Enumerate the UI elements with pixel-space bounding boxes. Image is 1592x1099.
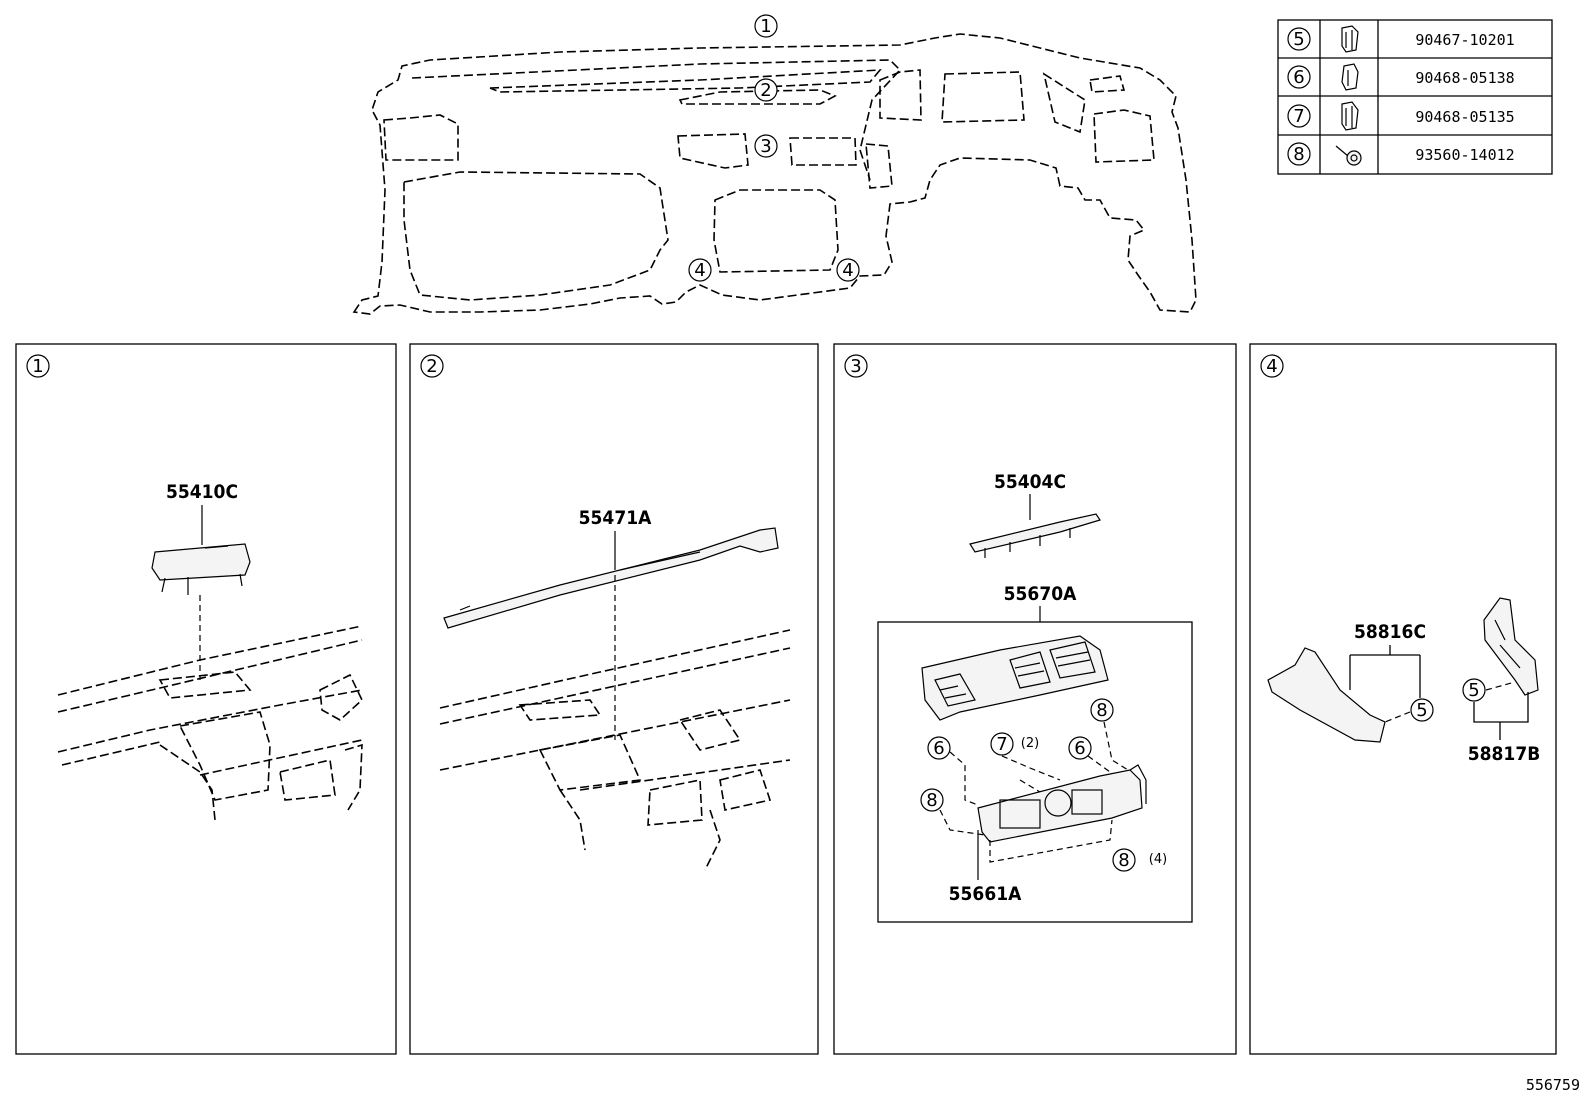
part-label: 55404C	[994, 471, 1066, 493]
side-panel-right-part	[1483, 597, 1539, 696]
callout-5: 5	[1416, 700, 1427, 721]
part-label: 55471A	[579, 507, 652, 529]
clip-icon	[1341, 101, 1359, 131]
part-label: 55670A	[1004, 583, 1077, 605]
table-row: 8 93560-14012	[1287, 142, 1515, 166]
panel-ref: 3	[850, 356, 861, 377]
part-label: 58816C	[1354, 621, 1426, 643]
callout-7: 7	[996, 734, 1007, 755]
fastener-table: 5 90467-10201 6 90468-05138 7 90468-0513…	[1277, 19, 1553, 175]
row-ref: 7	[1293, 106, 1304, 127]
detail-panel-3: 3 55404C 55670A 55661A 6 7 (2) 6 8 8 8 (…	[833, 343, 1237, 1055]
callout-5: 5	[1468, 680, 1479, 701]
vent-strip-part	[969, 513, 1101, 553]
part-label: 55410C	[166, 481, 238, 503]
table-row: 6 90468-05138	[1287, 63, 1515, 91]
row-ref: 5	[1293, 29, 1304, 50]
clip-icon	[1341, 63, 1359, 91]
row-ref: 6	[1293, 67, 1304, 88]
callout-4-left: 4	[694, 260, 705, 281]
callout-8: 8	[926, 790, 937, 811]
table-row: 7 90468-05135	[1287, 101, 1515, 131]
diagram-id: 556759	[1526, 1076, 1580, 1094]
callout-1: 1	[760, 16, 771, 37]
clip-icon	[1341, 25, 1359, 53]
screw-icon	[1335, 145, 1362, 166]
detail-panel-2: 2 55471A	[409, 343, 819, 1055]
center-panel-part	[977, 769, 1143, 843]
callout-8: 8	[1118, 850, 1129, 871]
table-row: 5 90467-10201	[1287, 25, 1515, 53]
callout-8: 8	[1096, 700, 1107, 721]
detail-panel-1: 1 55410C	[15, 343, 397, 1055]
row-ref: 8	[1293, 144, 1304, 165]
detail-panel-4: 4 58816C 5 5 58817B	[1249, 343, 1557, 1055]
panel-ref: 1	[32, 356, 43, 377]
part-number: 90467-10201	[1415, 31, 1514, 49]
part-number: 93560-14012	[1415, 146, 1514, 164]
cover-part	[151, 543, 251, 581]
callout-6: 6	[1074, 738, 1085, 759]
callout-2: 2	[760, 80, 771, 101]
panel-ref: 2	[426, 356, 437, 377]
part-number: 90468-05138	[1415, 69, 1514, 87]
garnish-strip-part	[443, 527, 779, 629]
panel-ref: 4	[1266, 356, 1277, 377]
part-label: 58817B	[1468, 743, 1541, 765]
overview-callouts: 1 2 3 4 4	[688, 14, 860, 282]
register-vent-part	[921, 635, 1109, 721]
part-label: 55661A	[949, 883, 1022, 905]
part-number: 90468-05135	[1415, 108, 1514, 126]
callout-3: 3	[760, 136, 771, 157]
qty-8: (4)	[1149, 852, 1167, 867]
side-panel-left-part	[1267, 647, 1386, 743]
callout-6: 6	[933, 738, 944, 759]
dashboard-overview	[352, 33, 1197, 315]
callout-4-right: 4	[842, 260, 853, 281]
qty-7: (2)	[1021, 736, 1039, 751]
